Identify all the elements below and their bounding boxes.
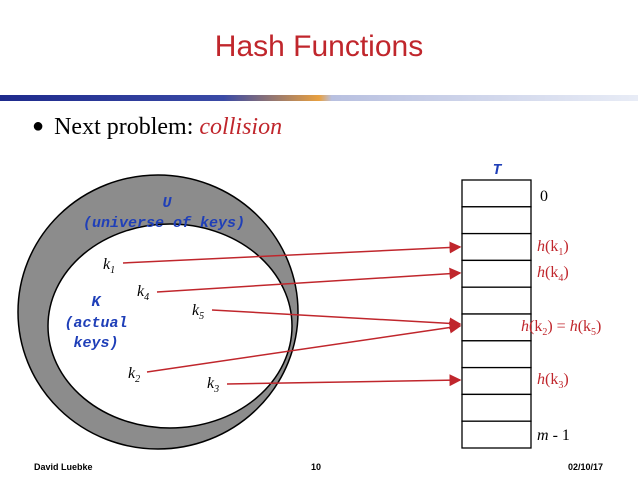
slot-label-hk1: h(k1) [537,238,569,258]
table-slot [461,259,532,288]
title-divider [0,95,638,101]
footer-date: 02/10/17 [568,462,604,472]
slide-title: Hash Functions [214,30,424,63]
key-k3: k3 [207,375,219,395]
footer-page-number: 10 [311,462,322,472]
slot-label-collision: h(k2) = h(k5) [521,318,601,338]
arrow-k2 [146,321,462,373]
arrow-k3 [226,374,462,387]
slot-label-last: m - 1 [537,427,570,444]
table-label: T [492,162,502,179]
slot-label-hk3: h(k3) [537,371,569,391]
table-slot [461,286,532,315]
table-slot [461,206,532,235]
slot-label-hk4: h(k4) [537,264,569,284]
universe-label: U [162,195,172,212]
key-k2: k2 [128,365,140,385]
keys-set-caption-2: keys) [73,335,118,352]
arrow-k1 [122,241,462,264]
bullet-icon: ● [32,115,45,137]
arrow-k5 [211,309,462,330]
actual-keys-ellipse [47,223,293,429]
key-k1: k1 [103,256,115,276]
keys-set-caption-1: (actual [64,315,127,332]
key-k4: k4 [137,283,149,303]
mapping-arrows [122,241,462,387]
footer-author: David Luebke [34,462,93,472]
arrow-k4 [156,267,462,293]
slot-label-last-tail: - 1 [549,427,570,444]
bullet-item: ● Next problem: collision [32,114,282,141]
keys-set-label: K [91,294,102,311]
table-slot [461,393,532,422]
key-k5: k5 [192,302,204,322]
table-slot [461,420,532,449]
table-slot [461,179,532,208]
table-slot [461,340,532,369]
hash-table [461,179,532,449]
bullet-text: Next problem: [54,114,200,140]
table-slot [461,366,532,396]
slot-label-zero: 0 [540,188,548,205]
table-slot [461,232,532,262]
bullet-emphasis: collision [199,114,283,140]
universe-caption: (universe of keys) [83,215,245,232]
